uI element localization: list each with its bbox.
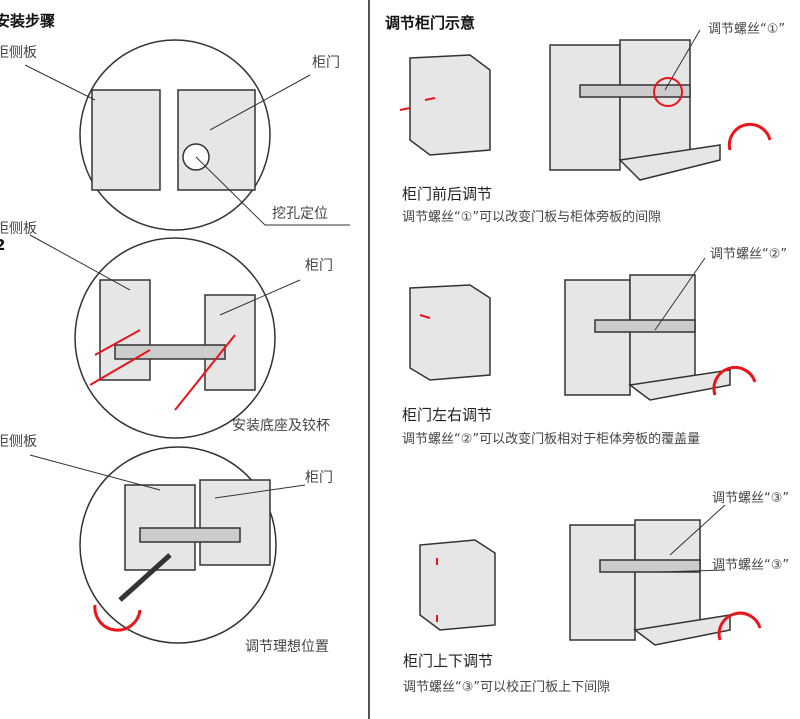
step3-side-panel-label: 柜侧板	[0, 434, 37, 450]
step1-side-panel	[91, 89, 161, 191]
screwdriver	[118, 553, 172, 602]
screw-label-3a: 调节螺丝“③”	[712, 491, 790, 506]
desc-front-back: 调节螺丝“①”可以改变门板与柜体旁板的间隙	[402, 210, 662, 225]
step2-side-panel-label: 柜侧板	[0, 221, 37, 237]
cabinet-2	[409, 284, 491, 381]
step3-door-label: 柜门	[305, 470, 333, 486]
install-steps-title: 安装步骤	[0, 12, 56, 30]
hinge-diagram-1	[549, 39, 721, 181]
leader-lines	[24, 29, 726, 573]
screw-label-3b: 调节螺丝“③”	[712, 558, 790, 573]
column-divider	[368, 0, 370, 719]
screw-label-2: 调节螺丝“②”	[710, 247, 788, 262]
desc-up-down: 调节螺丝“③”可以校正门板上下间隙	[403, 680, 611, 695]
step2-caption: 安装底座及铰杯	[232, 418, 330, 434]
step1-side-panel-label: 柜侧板	[0, 45, 37, 61]
hinge-diagram-3	[569, 519, 731, 646]
caption-left-right: 柜门左右调节	[402, 406, 493, 424]
step2-hinge	[114, 344, 226, 360]
cabinet-1	[409, 54, 491, 156]
step1-door-label: 柜门	[312, 55, 340, 71]
step3-hinge	[139, 527, 241, 543]
caption-front-back: 柜门前后调节	[402, 185, 493, 203]
step2-number: 2	[0, 236, 6, 254]
caption-up-down: 柜门上下调节	[403, 652, 494, 670]
adjust-title: 调节柜门示意	[385, 14, 476, 32]
step3-caption: 调节理想位置	[245, 639, 329, 655]
step1-hole-label: 挖孔定位	[272, 206, 328, 222]
screw-label-1: 调节螺丝“①”	[708, 22, 786, 37]
step3-door	[199, 479, 271, 566]
desc-left-right: 调节螺丝“②”可以改变门板相对于柜体旁板的覆盖量	[402, 432, 701, 447]
step1-door	[177, 89, 256, 191]
cabinet-3	[419, 539, 496, 631]
hinge-diagram-2	[564, 274, 731, 401]
red-arrows	[89, 77, 772, 641]
step2-door-label: 柜门	[305, 258, 333, 274]
